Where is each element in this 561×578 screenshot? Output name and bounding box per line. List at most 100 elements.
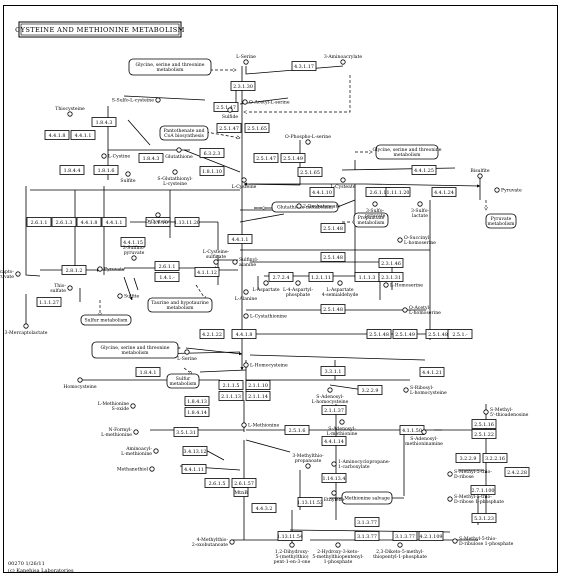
enzyme-box[interactable]: 3.1.3.77 [354,517,380,527]
enzyme-box[interactable]: 3.1.3.77 [354,531,380,541]
enzyme-box[interactable]: 2.3.1.46 [378,258,404,268]
enzyme-box[interactable]: 2.5.1.47 [216,123,242,133]
compound-node[interactable] [241,422,247,428]
enzyme-box[interactable]: 4.1.1.12 [194,267,220,277]
compound-node[interactable] [335,542,341,548]
enzyme-box[interactable]: 6.3.2.3 [199,148,225,158]
enzyme-box[interactable]: 2.5.1.65 [244,123,270,133]
compound-node[interactable] [131,255,137,261]
compound[interactable]: Sulfite [120,171,136,184]
compound-node[interactable] [402,307,408,313]
enzyme-box[interactable]: 4.4.1.8 [76,217,102,227]
compound[interactable]: L-Aspartate [252,280,280,293]
compound[interactable]: L-Cystathionine [243,313,287,320]
enzyme-box[interactable]: 4.4.1.1 [101,217,127,227]
compound-node[interactable] [67,285,73,291]
enzyme-box[interactable]: 2.5.1.47 [213,102,239,112]
enzyme-box[interactable]: 2.1.1.13 [218,391,244,401]
compound-node[interactable] [331,490,337,496]
enzyme-box[interactable]: 1.8.4.14 [184,407,210,417]
compound-node[interactable] [117,293,123,299]
compound[interactable]: 3-Sulfo-pyruvate [365,201,386,219]
compound-node[interactable] [133,429,139,435]
enzyme-box[interactable]: 4.4.1.11 [181,464,207,474]
enzyme-box[interactable]: 2.6.1.57 [231,478,257,488]
compound-node[interactable] [172,169,178,175]
enzyme-box[interactable]: 3.2.2.16 [482,453,508,463]
enzyme-box[interactable]: 4.2.1.22 [199,329,225,339]
compound[interactable]: S-Sulfo-L-cysteine [112,97,161,104]
enzyme-box[interactable]: 1.1.1.27 [36,297,62,307]
compound-node[interactable] [15,271,21,277]
enzyme-box[interactable]: 1.13.11.54 [277,531,303,541]
compound-node[interactable] [494,187,500,193]
compound[interactable]: S-Adenosyl-L-homocysteine [312,387,349,405]
enzyme-box[interactable]: 3.2.2.9 [455,453,481,463]
compound[interactable]: S-Adenosyl-L-methionine [327,419,358,437]
enzyme-box[interactable]: 2.5.1.48 [425,329,451,339]
enzyme-box[interactable]: 4.4.1.8 [44,130,70,140]
enzyme-box[interactable]: 2.6.1.1 [154,261,180,271]
enzyme-box[interactable]: 2.1.1.37 [321,405,347,415]
enzyme-box[interactable]: MtnB [233,487,249,497]
compound-node[interactable] [397,542,403,548]
compound[interactable]: Aminoacyl-L-methionine [121,446,159,457]
compound[interactable]: S-Adenosyl-methioninamine [405,429,443,447]
enzyme-box[interactable]: 2.5.1.16 [471,419,497,429]
compound-node[interactable] [339,419,345,425]
enzyme-box[interactable]: 4.4.1.1 [227,234,253,244]
enzyme-box[interactable]: 3.3.1.1 [320,366,346,376]
enzyme-box[interactable]: 2.7.1.100 [470,485,496,495]
enzyme-box[interactable]: 2.5.1.48 [320,304,346,314]
compound-node[interactable] [213,259,219,265]
enzyme-box[interactable]: 4.4.1.24 [431,187,457,197]
compound[interactable]: 2,3-Diketo-5-methyl-thiopentyl-1-phospha… [373,542,427,560]
compound-node[interactable] [447,496,453,502]
compound-node[interactable] [227,107,233,113]
enzyme-box[interactable]: 1.1.1.3 [354,272,380,282]
compound[interactable]: L-Cysteine-sulfinate [203,249,230,265]
compound[interactable]: 3-Mercaptolactate [5,323,48,336]
compound[interactable]: L-Cystine [101,153,131,160]
enzyme-box[interactable]: 1.14.13.4 [321,473,347,483]
compound[interactable]: S-Ribosyl-L-homocysteine [403,385,447,396]
compound[interactable]: Thio-sulfate [50,283,73,294]
enzyme-box[interactable]: 1.8.4.1 [135,367,161,377]
compound-node[interactable] [153,448,159,454]
compound-node[interactable] [327,387,333,393]
pathway-map-box[interactable]: Sulfur metabolism [80,314,132,326]
compound-node[interactable] [149,466,155,472]
compound-node[interactable] [403,387,409,393]
compound[interactable]: L-Alanine [235,289,258,302]
compound[interactable]: Thiocysteine [55,106,85,117]
enzyme-box[interactable]: 4.4.1.25 [411,165,437,175]
enzyme-box[interactable]: 2.5.1.48 [366,329,392,339]
compound[interactable]: S-Methyl-5'-thioadenosine [483,407,529,418]
enzyme-box[interactable]: 3.4.13.12 [182,446,208,456]
compound[interactable]: 3-Methylthio-propanoate [292,453,324,469]
enzyme-box[interactable]: 2.5.1.48 [320,223,346,233]
enzyme-box[interactable]: 3.1.3.77 [392,531,418,541]
enzyme-box[interactable]: 2.5.1.22 [471,429,497,439]
compound-node[interactable] [232,259,238,265]
enzyme-box[interactable]: 1.13.11.20 [174,217,200,227]
enzyme-box[interactable]: 2.7.2.4 [268,272,294,282]
enzyme-box[interactable]: 4.4.3.2 [251,503,277,513]
enzyme-box[interactable]: 2.5.1.65 [297,167,323,177]
compound[interactable]: L-Serine [177,349,197,362]
enzyme-box[interactable]: 4.1.1.50 [399,425,425,435]
compound-node[interactable] [417,201,423,207]
enzyme-box[interactable]: 1.13.11.53 [297,497,323,507]
compound[interactable]: L-Cysteine [232,177,257,190]
enzyme-box[interactable]: 4.4.1.15 [120,237,146,247]
enzyme-box[interactable]: 1.8.4.3 [138,153,164,163]
enzyme-box[interactable]: 3.2.2.9 [357,385,383,395]
compound-node[interactable] [155,97,161,103]
pathway-map-box[interactable]: Methionine salvage [341,491,393,505]
compound-node[interactable] [243,289,249,295]
compound[interactable]: 3-Aminoacrylate [324,54,362,65]
compound[interactable]: Sulfite [117,293,140,300]
enzyme-box[interactable]: 3.5.1.31 [173,427,199,437]
enzyme-box[interactable]: 2.3.1.30 [230,81,256,91]
